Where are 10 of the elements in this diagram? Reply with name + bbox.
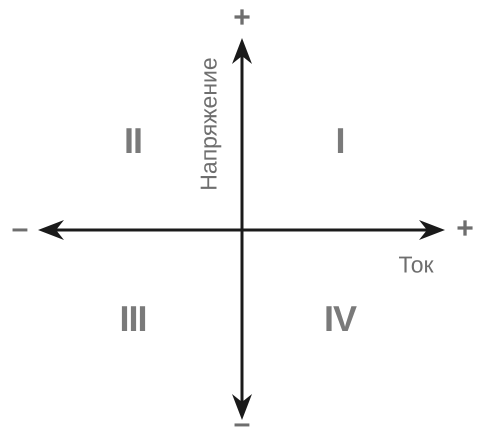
quadrant-number: II (124, 123, 142, 159)
quadrant-number: IV (324, 301, 356, 337)
quadrant-number: III (120, 301, 146, 337)
sign-symbol: – (234, 409, 250, 438)
quadrant-number: I (336, 123, 344, 159)
axis-label: Напряжение (198, 57, 220, 191)
sign-symbol: + (233, 3, 251, 33)
sign-symbol: – (12, 214, 28, 244)
axis-label: Ток (398, 254, 434, 276)
sign-symbol: + (456, 214, 474, 244)
